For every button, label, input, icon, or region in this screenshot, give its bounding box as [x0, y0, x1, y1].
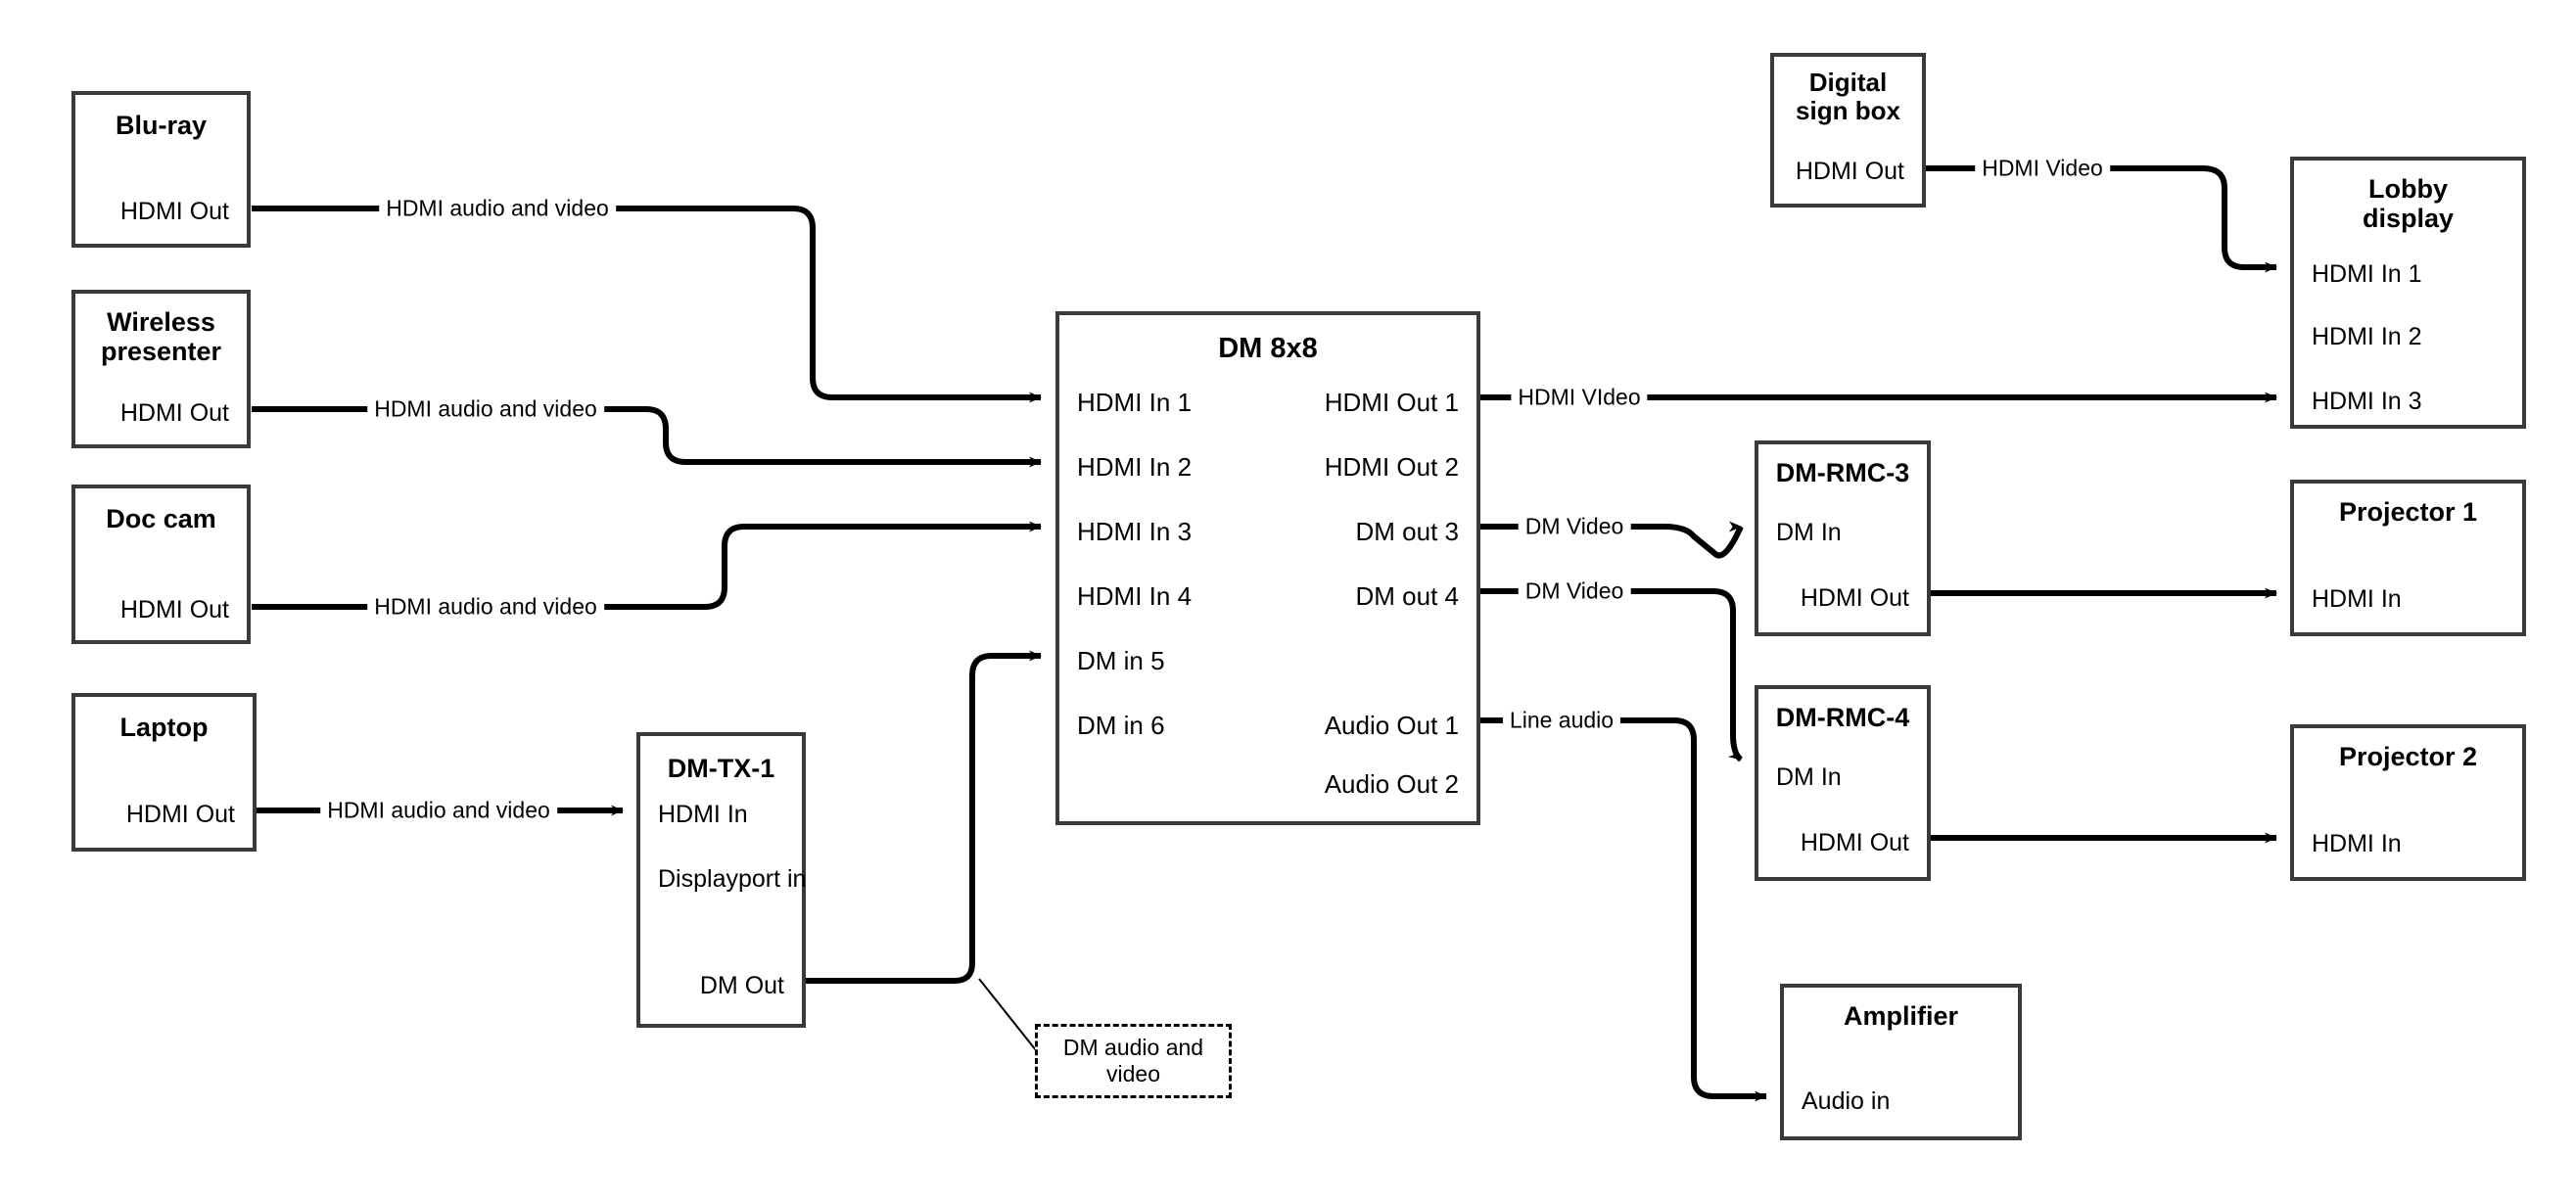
node-doc-cam[interactable]: Doc cam HDMI Out — [71, 485, 251, 644]
port-hdmi-in-2[interactable]: HDMI In 2 — [2312, 323, 2422, 350]
port-hdmi-out-1[interactable]: HDMI Out 1 — [1324, 388, 1459, 417]
edge-dm8x8-to-amplifier — [1480, 717, 1767, 1102]
edge-label-dm-video-3: DM Video — [1518, 515, 1631, 538]
node-title: DM-TX-1 — [667, 754, 775, 783]
port-audio-in[interactable]: Audio in — [1802, 1087, 1891, 1115]
node-digital-sign-box[interactable]: Digital sign box HDMI Out — [1770, 53, 1926, 208]
callout-leader-line — [978, 978, 1041, 1056]
port-hdmi-out[interactable]: HDMI Out — [1800, 829, 1909, 856]
node-title: Projector 1 — [2338, 497, 2478, 527]
node-title: DM-RMC-3 — [1775, 458, 1910, 487]
edge-dm8x8-to-rmc3 — [1480, 524, 1744, 559]
port-hdmi-in-2[interactable]: HDMI In 2 — [1077, 452, 1193, 482]
node-title: Lobby display — [2362, 174, 2455, 234]
node-dm-8x8[interactable]: DM 8x8 HDMI In 1 HDMI In 2 HDMI In 3 HDM… — [1055, 311, 1480, 825]
port-dm-in[interactable]: DM In — [1776, 763, 1842, 791]
port-hdmi-in-3[interactable]: HDMI In 3 — [2312, 388, 2422, 415]
port-hdmi-in-3[interactable]: HDMI In 3 — [1077, 517, 1193, 546]
port-dm-in[interactable]: DM In — [1776, 519, 1842, 546]
port-hdmi-in[interactable]: HDMI In — [2312, 585, 2402, 613]
port-hdmi-out[interactable]: HDMI Out — [119, 399, 229, 427]
node-lobby-display[interactable]: Lobby display HDMI In 1 HDMI In 2 HDMI I… — [2290, 157, 2526, 429]
edge-dm8x8-to-rmc4 — [1480, 588, 1744, 762]
edge-wireless-to-dm8x8 — [252, 406, 1042, 468]
port-dm-in-6[interactable]: DM in 6 — [1077, 711, 1165, 740]
port-dm-in-5[interactable]: DM in 5 — [1077, 646, 1165, 675]
port-hdmi-in[interactable]: HDMI In — [658, 801, 748, 828]
callout-dm-audio-and-video: DM audio and video — [1035, 1024, 1232, 1098]
port-hdmi-in[interactable]: HDMI In — [2312, 830, 2402, 857]
node-projector-2[interactable]: Projector 2 HDMI In — [2290, 724, 2526, 881]
edge-label-hdmi-video-sign: HDMI Video — [1975, 157, 2110, 180]
node-dm-tx-1[interactable]: DM-TX-1 HDMI In Displayport in DM Out — [636, 732, 806, 1028]
port-dm-out-3[interactable]: DM out 3 — [1355, 517, 1460, 546]
node-laptop[interactable]: Laptop HDMI Out — [71, 693, 257, 852]
port-hdmi-in-1[interactable]: HDMI In 1 — [1077, 388, 1193, 417]
port-hdmi-out[interactable]: HDMI Out — [119, 596, 229, 624]
node-title: Amplifier — [1843, 1001, 1959, 1031]
node-title: DM-RMC-4 — [1775, 703, 1910, 732]
node-title: Laptop — [119, 713, 209, 742]
node-title: Wireless presenter — [100, 307, 222, 367]
port-hdmi-out[interactable]: HDMI Out — [1795, 158, 1904, 185]
node-bluray[interactable]: Blu-ray HDMI Out — [71, 91, 251, 248]
edge-label-line-audio: Line audio — [1502, 709, 1621, 732]
callout-text: DM audio and video — [1062, 1034, 1204, 1086]
port-hdmi-out[interactable]: HDMI Out — [125, 801, 235, 828]
edge-label-wireless: HDMI audio and video — [367, 397, 604, 421]
node-title: Blu-ray — [115, 111, 208, 140]
port-dm-out-4[interactable]: DM out 4 — [1355, 581, 1460, 611]
node-wireless-presenter[interactable]: Wireless presenter HDMI Out — [71, 290, 251, 448]
edge-label-dm-video-4: DM Video — [1518, 579, 1631, 603]
node-amplifier[interactable]: Amplifier Audio in — [1780, 984, 2022, 1140]
edge-label-doccam: HDMI audio and video — [367, 595, 604, 619]
port-dm-out[interactable]: DM Out — [699, 972, 784, 999]
node-title: DM 8x8 — [1218, 333, 1318, 364]
node-title: Digital sign box — [1796, 68, 1900, 126]
edge-label-bluray: HDMI audio and video — [379, 197, 616, 220]
edge-label-laptop: HDMI audio and video — [320, 799, 557, 822]
edge-dmtx1-to-dm8x8 — [806, 650, 1042, 984]
edge-doccam-to-dm8x8 — [252, 521, 1042, 610]
port-hdmi-out[interactable]: HDMI Out — [119, 198, 229, 225]
edge-signbox-to-lobby — [1926, 165, 2277, 273]
port-hdmi-out[interactable]: HDMI Out — [1800, 584, 1909, 612]
node-title: Projector 2 — [2338, 742, 2478, 771]
edge-bluray-to-dm8x8 — [252, 206, 1042, 403]
port-audio-out-2[interactable]: Audio Out 2 — [1324, 769, 1459, 799]
port-hdmi-out-2[interactable]: HDMI Out 2 — [1324, 452, 1459, 482]
node-dm-rmc-4[interactable]: DM-RMC-4 DM In HDMI Out — [1755, 685, 1931, 881]
port-hdmi-in-4[interactable]: HDMI In 4 — [1077, 581, 1193, 611]
port-displayport-in[interactable]: Displayport in — [658, 865, 807, 893]
edge-label-hdmi-video-out1: HDMI VIdeo — [1511, 386, 1648, 409]
node-title: Doc cam — [106, 504, 216, 533]
node-projector-1[interactable]: Projector 1 HDMI In — [2290, 480, 2526, 636]
port-hdmi-in-1[interactable]: HDMI In 1 — [2312, 260, 2422, 288]
port-audio-out-1[interactable]: Audio Out 1 — [1324, 711, 1459, 740]
node-dm-rmc-3[interactable]: DM-RMC-3 DM In HDMI Out — [1755, 440, 1931, 636]
